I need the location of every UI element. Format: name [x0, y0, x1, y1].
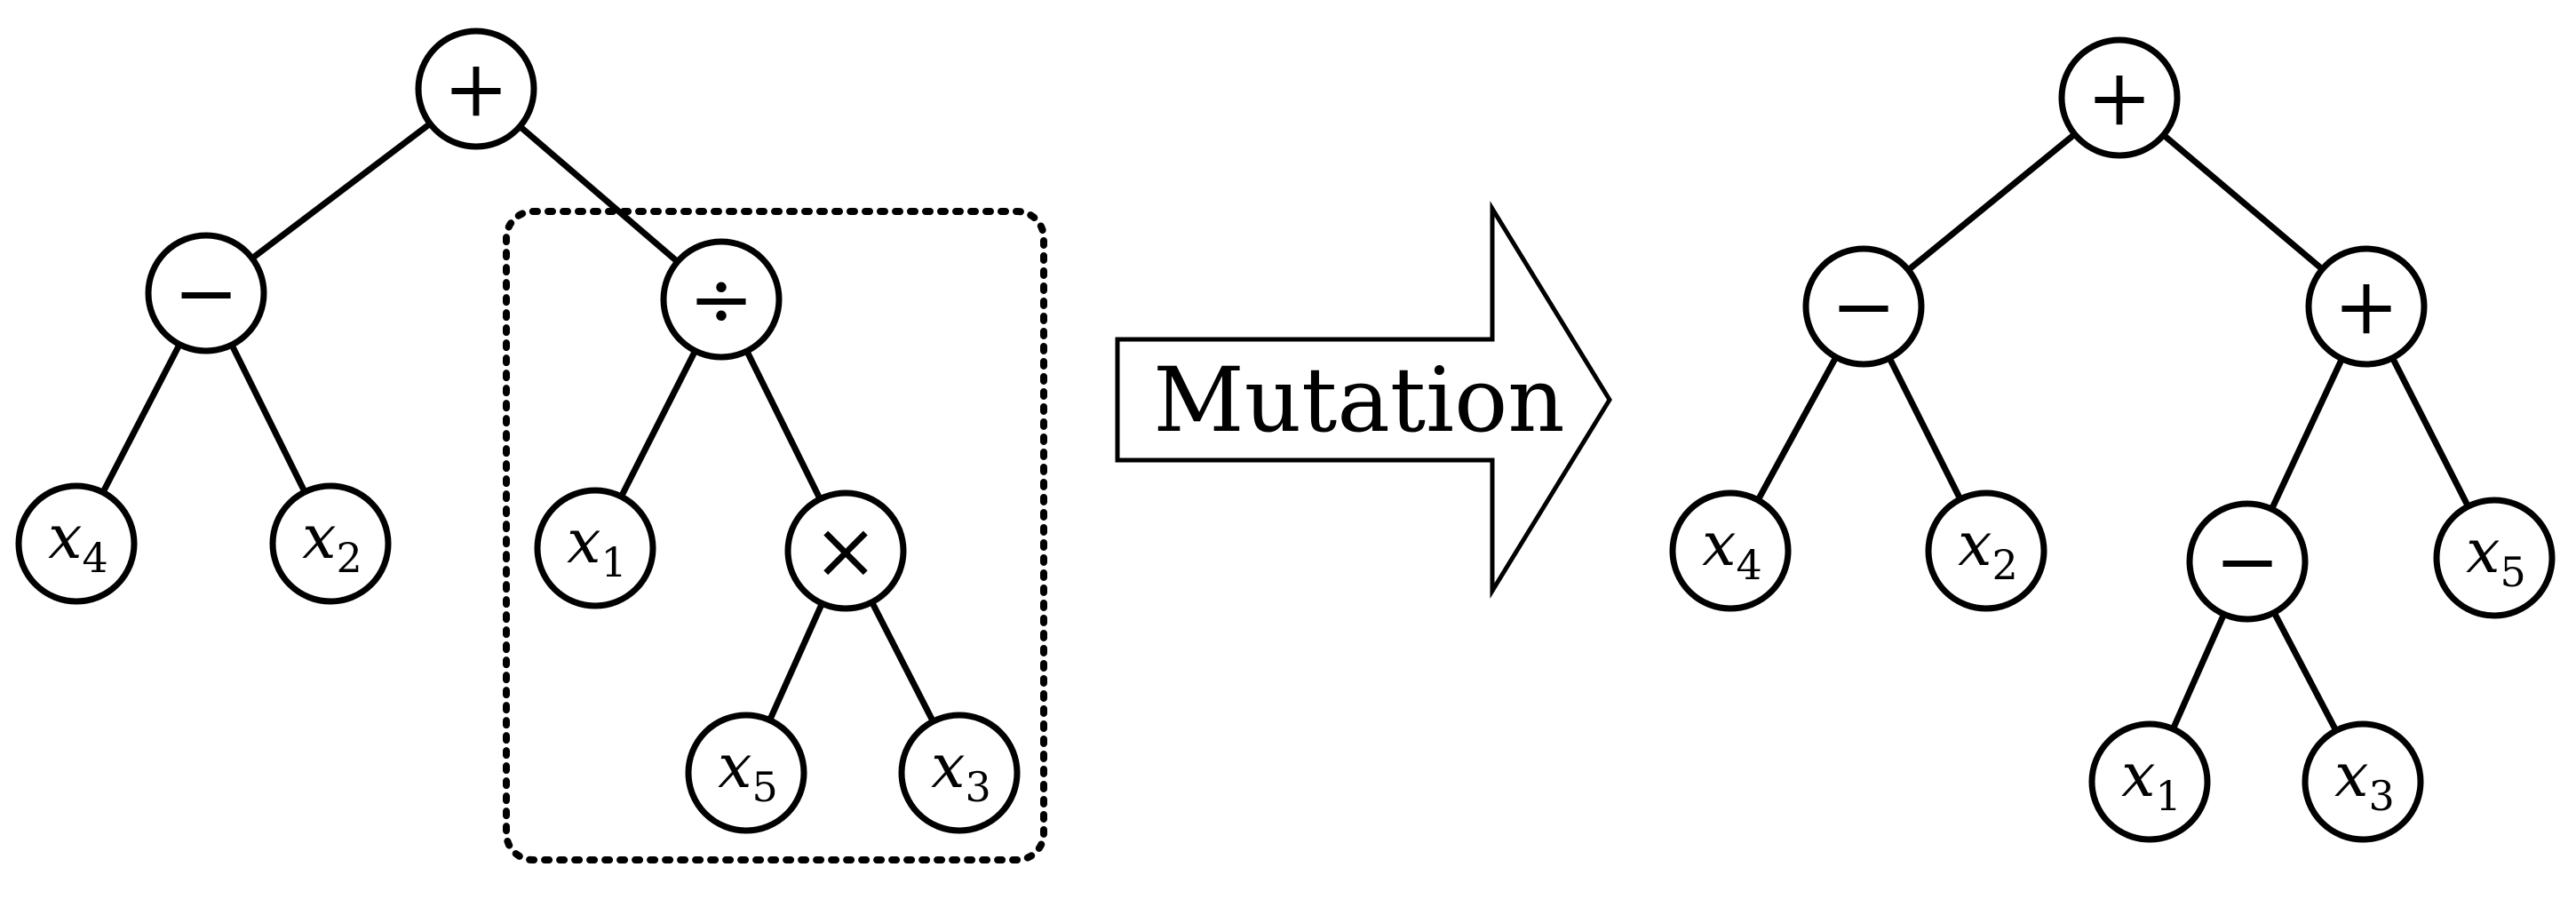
tree-node-l-root: +	[415, 28, 537, 150]
tree-node-r-x4: x4	[1669, 489, 1792, 612]
variable-label: x5	[718, 732, 778, 811]
tree-node-l-x3: x3	[898, 712, 1021, 834]
mutated-subtree-box	[503, 208, 1047, 863]
tree-node-r-x1: x1	[2088, 720, 2211, 843]
operator-label: +	[443, 43, 509, 134]
mutation-arrow: Mutation	[1115, 201, 1612, 599]
tree-node-r-plus: +	[2305, 245, 2428, 368]
tree-node-r-minus2: −	[2186, 500, 2309, 623]
node-circle	[1925, 489, 2047, 612]
node-circle	[2302, 720, 2424, 843]
tree-node-l-x4: x4	[15, 482, 138, 605]
node-circle	[145, 232, 267, 354]
tree-node-l-x5: x5	[685, 712, 807, 834]
tree-node-l-minus: −	[145, 232, 267, 354]
node-circle	[2305, 245, 2428, 368]
node-circle	[2058, 36, 2181, 159]
variable-label: x3	[2334, 741, 2395, 820]
node-circle	[784, 489, 907, 612]
operator-label: +	[2087, 52, 2152, 143]
operator-label: +	[2334, 260, 2399, 352]
variable-label: x2	[302, 503, 362, 582]
variable-label: x1	[2121, 741, 2182, 820]
variable-label: x2	[1958, 510, 2018, 589]
node-circle	[2088, 720, 2211, 843]
tree-node-l-x1: x1	[534, 487, 656, 609]
operator-label: −	[173, 247, 239, 338]
node-circle	[2433, 497, 2556, 619]
tree-node-l-div: ÷	[660, 238, 783, 361]
operator-label: ÷	[688, 253, 754, 345]
tree-node-l-x2: x2	[269, 482, 392, 605]
arrow-shape	[1115, 201, 1612, 599]
node-circle	[2186, 500, 2309, 623]
tree-node-l-times: ×	[784, 489, 907, 612]
tree-node-r-minus: −	[1802, 245, 1925, 368]
node-circle	[1802, 245, 1925, 368]
mutation-label: Mutation	[1153, 348, 1564, 452]
node-circle	[269, 482, 392, 605]
operator-label: ×	[813, 505, 879, 596]
operator-label: −	[1831, 260, 1896, 352]
tree-node-r-root: +	[2058, 36, 2181, 159]
variable-label: x4	[1702, 510, 1762, 589]
variable-label: x4	[48, 503, 108, 582]
node-circle	[15, 482, 138, 605]
node-circle	[685, 712, 807, 834]
tree-node-r-x3: x3	[2302, 720, 2424, 843]
node-circle	[1669, 489, 1792, 612]
node-circle	[898, 712, 1021, 834]
nodes-layer: + − ÷ x4 x2 x1 × x5 x3 + − + x4 x2 − x5 x1 x3	[15, 28, 2556, 843]
node-circle	[534, 487, 656, 609]
tree-node-r-x5: x5	[2433, 497, 2556, 619]
variable-label: x1	[567, 507, 627, 586]
node-circle	[415, 28, 537, 150]
operator-label: −	[2214, 515, 2280, 607]
variable-label: x5	[2466, 517, 2526, 596]
variable-label: x3	[931, 732, 991, 811]
tree-node-r-x2: x2	[1925, 489, 2047, 612]
node-circle	[660, 238, 783, 361]
